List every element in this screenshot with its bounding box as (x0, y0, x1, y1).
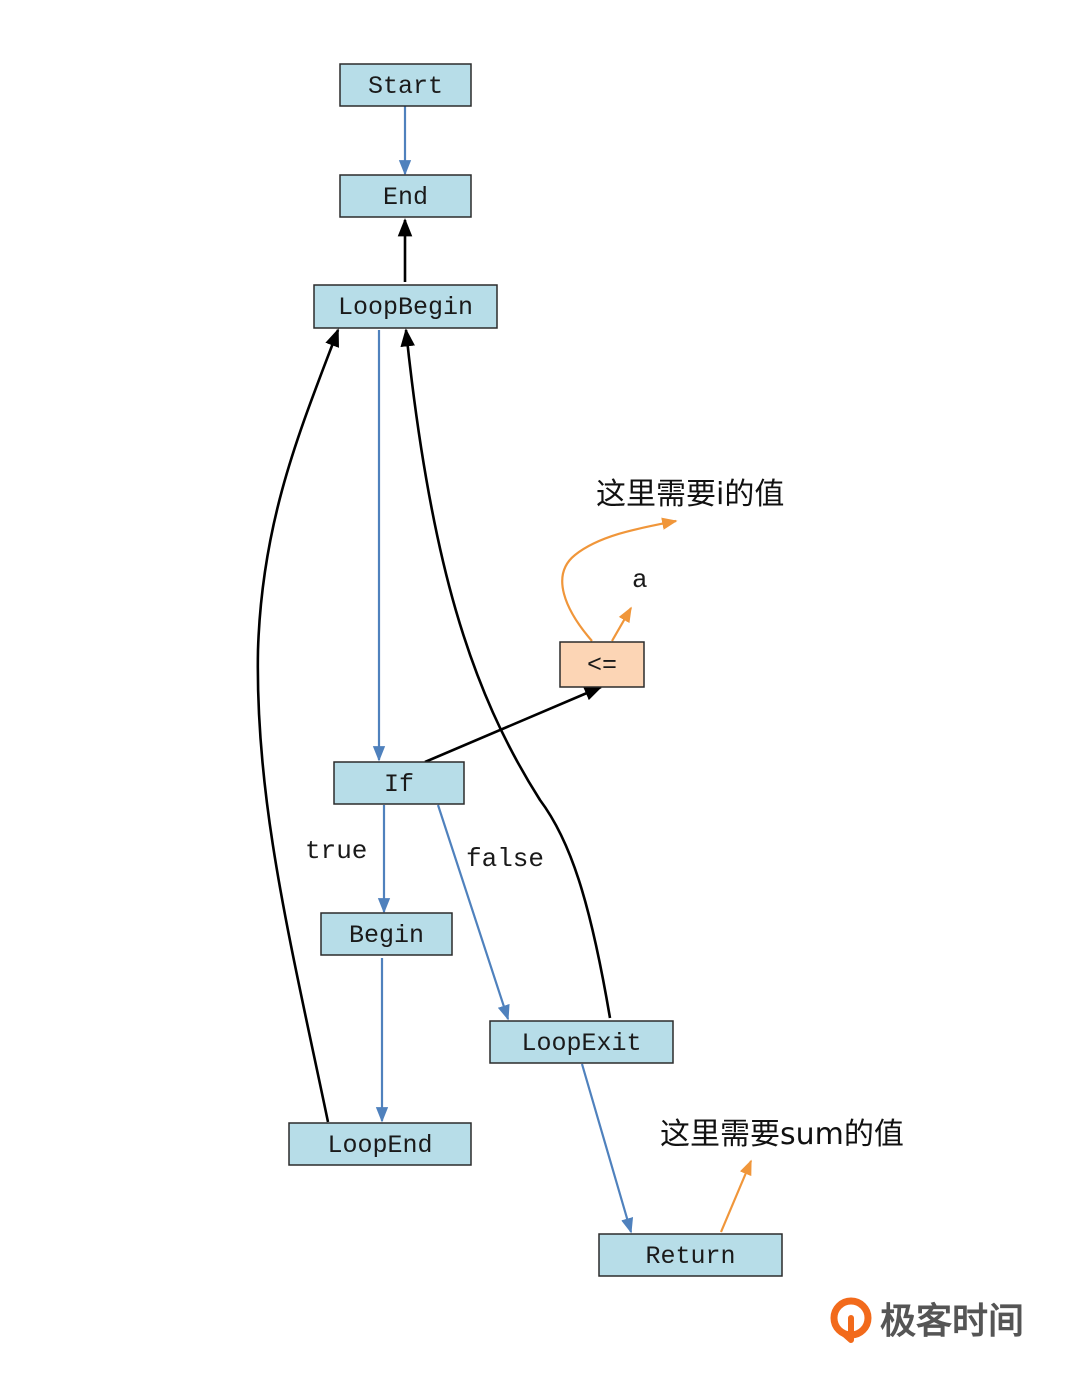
node-loop-exit: LoopExit (489, 1020, 674, 1064)
node-return: Return (598, 1233, 783, 1277)
annotation-need-i: 这里需要i的值 (596, 477, 784, 512)
edge-if-to-loopexit (436, 804, 510, 1021)
brand-logo: 极客时间 (830, 1297, 1024, 1343)
edge-loopexit-to-return (580, 1063, 634, 1234)
node-compare-op: <= (559, 641, 645, 688)
edge-compare-operand-a (611, 606, 632, 642)
edge-if-to-compare (424, 685, 603, 764)
edge-compare-operand-i (561, 517, 678, 642)
edge-label-a: a (632, 565, 648, 595)
node-compare-op-label: <= (587, 651, 617, 680)
node-start: Start (339, 63, 472, 107)
edge-loopend-to-loopbegin (256, 328, 340, 1123)
edge-label-true: true (305, 836, 367, 866)
node-begin-label: Begin (349, 921, 424, 950)
node-loop-begin-label: LoopBegin (338, 293, 473, 322)
node-end: End (339, 174, 472, 218)
edge-label-false: false (466, 844, 544, 874)
annotation-need-sum: 这里需要sum的值 (660, 1117, 904, 1152)
node-loop-exit-label: LoopExit (521, 1029, 641, 1058)
node-loop-begin: LoopBegin (313, 284, 498, 329)
node-begin: Begin (320, 912, 453, 956)
node-if: If (333, 761, 465, 805)
brand-name: 极客时间 (880, 1301, 1024, 1342)
node-start-label: Start (368, 72, 443, 101)
node-loop-end: LoopEnd (288, 1122, 472, 1166)
brand-logo-icon (830, 1297, 872, 1343)
edge-loopexit-to-loopbegin (400, 328, 612, 1019)
node-loop-end-label: LoopEnd (327, 1131, 432, 1160)
node-return-label: Return (645, 1242, 735, 1271)
edge-return-operand-sum (719, 1159, 753, 1233)
node-end-label: End (383, 183, 428, 212)
node-if-label: If (384, 770, 414, 799)
